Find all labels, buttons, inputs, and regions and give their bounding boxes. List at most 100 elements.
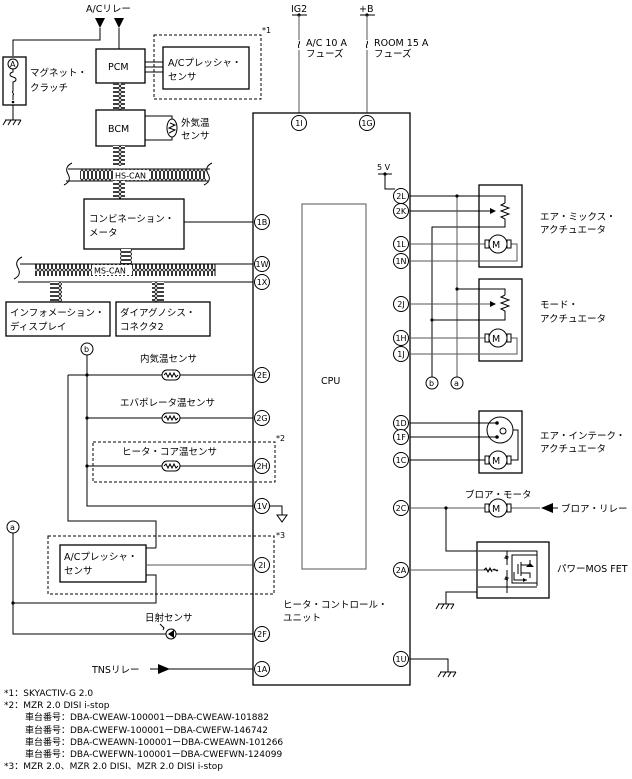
connector-pin-1G xyxy=(359,115,375,131)
combination-meter-box xyxy=(83,198,185,250)
blower-relay-label: ブロア・リレー xyxy=(561,503,628,515)
junction xyxy=(430,318,434,322)
footnote-vin: 車台番号：DBA-CWEFW-100001ーDBA-CWEFW-146742 xyxy=(25,725,268,736)
air-mix-actuator-label-2: アクチュエータ xyxy=(540,225,606,236)
connector-pin-label: 1H xyxy=(395,334,406,343)
ambient-sensor-label-2: センサ xyxy=(181,131,210,142)
fuse-room-label-1: ROOM 15 A xyxy=(374,38,429,49)
connector-pin-1F xyxy=(393,429,409,445)
air-mix-motor-icon: M xyxy=(484,234,512,254)
wire-clutch xyxy=(12,28,101,56)
heater-core-sensor-icon xyxy=(161,460,181,472)
dlc2-box xyxy=(115,301,211,337)
air-mix-actuator-box xyxy=(478,184,523,268)
ac-pressure-sensor-top-label-1: A/Cプレッシャ・ xyxy=(168,58,241,69)
option-frame-3 xyxy=(47,535,275,595)
ac-pressure-sensor-bottom-box xyxy=(59,544,147,583)
evap-temp-sensor-icon xyxy=(161,412,181,424)
hcu-label-2: ユニット xyxy=(283,613,321,624)
fuse-room-icon xyxy=(365,40,369,49)
junction xyxy=(85,464,89,468)
connector-pin-1N xyxy=(393,253,409,269)
connector-pin-label: 1B xyxy=(257,218,268,227)
wire-pressure-ground xyxy=(13,574,157,604)
footnote: *1：SKYACTIV-G 2.0 xyxy=(4,688,283,700)
cabin-temp-sensor-icon xyxy=(161,369,181,381)
can-link-meter xyxy=(113,181,125,199)
air-mix-pot xyxy=(431,202,511,383)
footnote: *3：MZR 2.0、MZR 2.0 DISI、MZR 2.0 DISI i-s… xyxy=(4,761,283,773)
mosfet-internal-icon xyxy=(445,550,538,604)
connector-pin-label: 2G xyxy=(256,414,267,423)
connector-pin-1V xyxy=(254,498,270,514)
connector-pin-1X xyxy=(254,274,270,290)
bcm-label: BCM xyxy=(108,124,129,135)
ms-can-bus: MS-CAN xyxy=(13,256,253,283)
air-intake-actuator-label-2: アクチュエータ xyxy=(540,444,606,455)
solar-sensor-label: 日射センサ xyxy=(145,612,193,624)
combination-meter-label-1: コンビネーション・ xyxy=(89,214,174,225)
svg-text:M: M xyxy=(492,504,500,515)
heater-control-unit-box xyxy=(252,112,411,686)
connector-pin-label: 2F xyxy=(257,630,267,639)
hs-can-bus: HS-CAN xyxy=(63,162,213,186)
blower-relay-arrow xyxy=(541,503,553,513)
hs-can-label: HS-CAN xyxy=(115,172,146,181)
ms-can-label: MS-CAN xyxy=(94,267,126,276)
tns-arrow xyxy=(158,664,170,674)
can-link-dlc xyxy=(152,282,164,302)
connector-pin-1W xyxy=(254,256,270,272)
ground-mosfet-icon xyxy=(435,603,455,610)
connector-pin-label: 2E xyxy=(257,371,267,380)
ac-pressure-sensor-top-box xyxy=(162,46,250,90)
footnote: *2：MZR 2.0 DISI i-stop xyxy=(4,700,283,712)
junction xyxy=(85,373,89,377)
connector-pin-2G xyxy=(254,410,270,426)
connector-pin-2K xyxy=(393,203,409,219)
cpu-label: CPU xyxy=(321,376,340,387)
ref-b-left-label: b xyxy=(84,345,89,354)
connector-pin-1L xyxy=(393,236,409,252)
junction xyxy=(455,194,459,198)
connector-pin-label: 2C xyxy=(396,504,407,513)
cabin-temp-sensor-label: 内気温センサ xyxy=(140,353,197,365)
air-mix-actuator-label-1: エア・ミックス・ xyxy=(540,212,616,223)
fuse-ac-label-1: A/C 10 A xyxy=(306,38,347,49)
plus-b-label: +B xyxy=(359,4,373,15)
connector-pin-2A xyxy=(393,562,409,578)
wire-mode-motor xyxy=(410,337,518,355)
junction xyxy=(455,287,459,291)
connector-pin-2E xyxy=(254,367,270,383)
connector-pin-2F xyxy=(254,626,270,642)
five-v-node xyxy=(383,172,387,176)
dlc2-label-1: ダイアグノシス・ xyxy=(120,307,195,319)
mode-actuator-label-1: モード・ xyxy=(540,300,578,311)
junction xyxy=(85,416,89,420)
combination-meter-label-2: メータ xyxy=(89,228,118,239)
connector-pin-1C xyxy=(393,452,409,468)
blower-motor-label: ブロア・モータ xyxy=(465,489,532,501)
can-link-pcm-bcm xyxy=(113,83,125,110)
pcm-label: PCM xyxy=(108,62,129,73)
ref-b-right-label: b xyxy=(429,379,434,388)
footnote-text: MZR 2.0 DISI i-stop xyxy=(23,701,110,712)
wire-1U xyxy=(410,658,449,672)
wiper-arrow xyxy=(490,208,496,214)
ac-relay-arrow-1 xyxy=(95,18,105,28)
footnote-text: SKYACTIV-G 2.0 xyxy=(23,689,94,699)
can-link-bcm xyxy=(113,146,125,166)
mark-2: *2 xyxy=(276,434,285,443)
five-v-label: 5 V xyxy=(377,163,391,172)
connector-pin-label: 1F xyxy=(396,433,406,442)
mark-1: *1 xyxy=(262,26,271,35)
air-intake-actuator-label-1: エア・インテーク・ xyxy=(540,431,625,442)
connector-pin-label: 1I xyxy=(295,119,302,128)
solar-sensor-icon xyxy=(159,623,177,640)
mark-3: *3 xyxy=(276,531,285,540)
connector-pin-1I xyxy=(291,115,307,131)
connector-pin-label: 1W xyxy=(256,260,269,269)
ig2-label: IG2 xyxy=(291,4,307,15)
connector-pin-2C xyxy=(393,500,409,516)
connector-pin-2I xyxy=(254,557,270,573)
